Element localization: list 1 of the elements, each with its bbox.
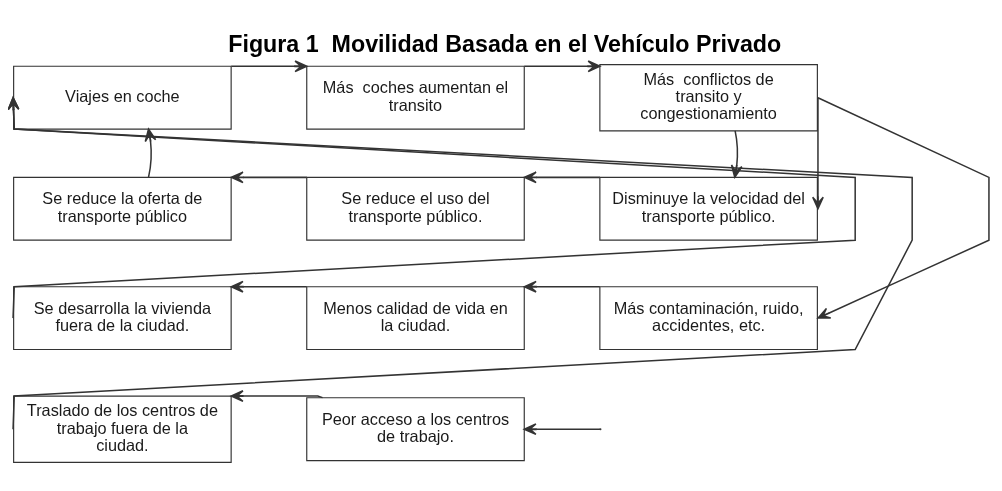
diagram-title: Figura 1 Movilidad Basada en el Vehículo Privado <box>228 30 782 57</box>
